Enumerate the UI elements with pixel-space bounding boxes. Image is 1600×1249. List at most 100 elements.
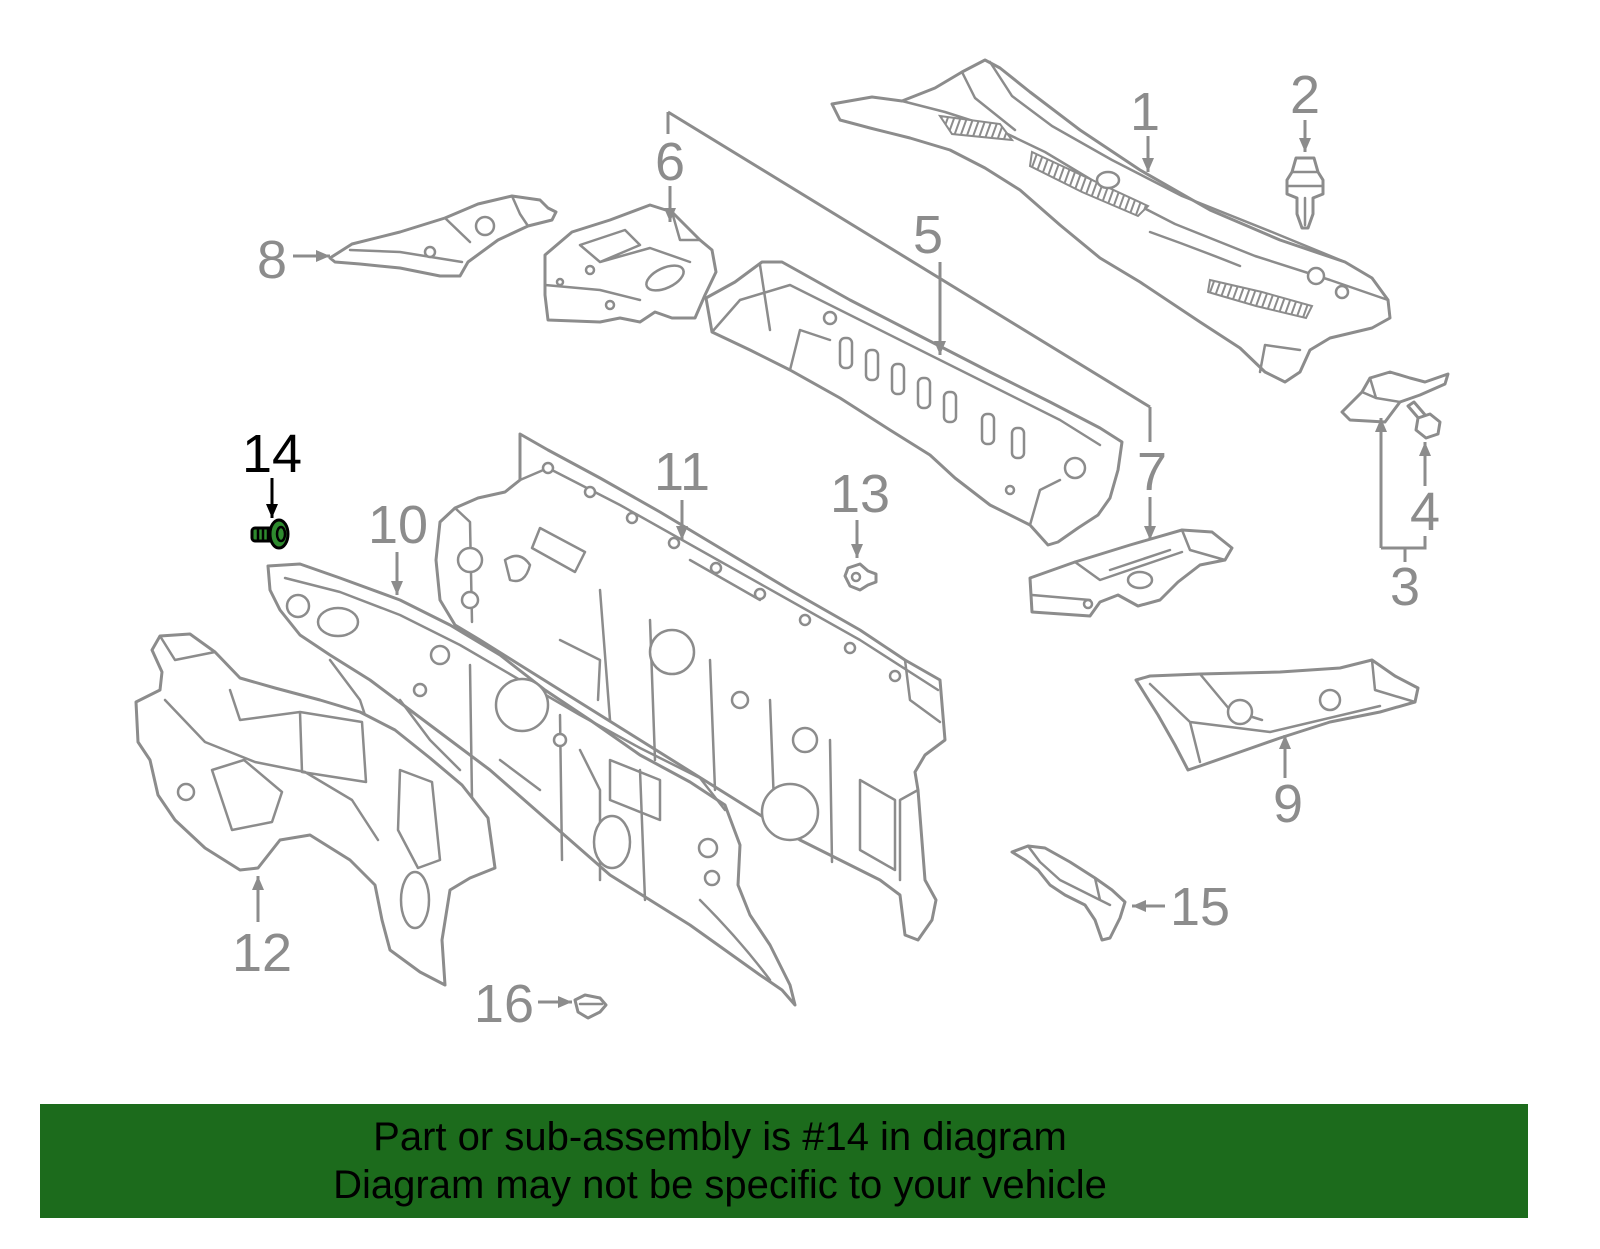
part-1-cowl-top-panel — [830, 58, 1392, 384]
part-10-hole — [285, 593, 311, 619]
part-7-hole — [1082, 598, 1094, 610]
part-11-hole — [625, 511, 639, 525]
part-5-slot — [1010, 426, 1026, 460]
callout-1-label: 1 — [1130, 82, 1160, 142]
part-10-hole — [697, 837, 719, 859]
part-11-hole — [709, 561, 723, 575]
part-15-detail — [1026, 844, 1112, 907]
part-11-hole — [730, 690, 750, 710]
part-5-slot — [890, 362, 906, 396]
callout-10-label: 10 — [368, 495, 428, 555]
part-15-bracket — [1010, 844, 1127, 942]
part-13-hole — [850, 571, 862, 583]
part-1-hole — [1306, 266, 1326, 286]
part-11-hole — [456, 546, 484, 574]
part-8-bracket — [328, 194, 558, 278]
part-5-slot — [838, 336, 854, 370]
part-9-hole — [1318, 688, 1342, 712]
part-14-threads — [256, 527, 270, 542]
part-6-detail — [543, 210, 702, 302]
part-10-hole — [316, 606, 360, 638]
callout-5-label: 5 — [913, 205, 943, 265]
part-5-cowl-inner-panel — [704, 260, 1124, 547]
part-14-bolt — [250, 518, 290, 550]
part-9-outline — [1134, 658, 1420, 772]
parts-diagram: 1 2 3 4 5 6 7 8 9 10 11 12 13 14 15 16 — [134, 58, 1450, 1034]
part-10-hole — [592, 814, 632, 870]
part-5-outline — [704, 260, 1124, 547]
part-6-cowl-side-bracket — [543, 203, 718, 324]
part-11-hole — [583, 485, 597, 499]
part-2-push-clip — [1285, 156, 1325, 230]
callout-3-bracket — [1381, 536, 1427, 562]
callout-11-label: 11 — [654, 442, 710, 502]
part-8-outline — [328, 194, 558, 278]
part-1-hole — [1334, 284, 1350, 300]
part-6-outline — [543, 203, 718, 324]
part-9-hole — [1226, 698, 1254, 726]
callout-13-label: 13 — [830, 464, 890, 524]
part-6-hole — [604, 299, 616, 311]
part-11-hole — [760, 782, 820, 842]
part-8-hole — [423, 245, 437, 259]
callout-12-label: 12 — [232, 923, 292, 983]
part-6-slot — [645, 264, 685, 292]
part-4-bolt — [1406, 400, 1442, 440]
part-10-hole — [703, 869, 721, 887]
banner-text: Part or sub-assembly is #14 in diagram D… — [40, 1113, 1400, 1209]
part-7-cowl-side-bracket — [1028, 528, 1234, 618]
callout-6-label: 6 — [655, 132, 685, 192]
part-10-dash-panel-insulator — [266, 562, 797, 1007]
part-7-outline — [1028, 528, 1234, 618]
part-10-hole — [412, 682, 428, 698]
part-12-insulator — [134, 632, 497, 987]
callout-14-label: 14 — [242, 424, 302, 484]
part-7-hole — [1126, 570, 1154, 590]
part-6-hole — [584, 264, 596, 276]
part-3-detail — [1360, 376, 1402, 404]
part-5-detail — [710, 263, 1102, 527]
part-14-head — [275, 525, 287, 543]
callout-9-label: 9 — [1273, 774, 1303, 834]
part-8-detail — [348, 194, 530, 264]
part-12-hole — [176, 782, 196, 802]
callout-2-label: 2 — [1290, 65, 1320, 125]
part-8-hole — [474, 215, 496, 237]
part-1-hole — [1095, 170, 1121, 190]
part-11-hole — [541, 461, 555, 475]
callout-7-label: 7 — [1137, 442, 1167, 502]
part-10-hole — [552, 732, 568, 748]
part-2-detail — [1285, 170, 1325, 227]
part-10-hole — [429, 644, 451, 666]
part-9-cowl-side-panel — [1134, 658, 1420, 772]
part-12-detail — [158, 634, 442, 870]
callout-16-label: 16 — [474, 974, 534, 1034]
part-5-slot — [980, 412, 996, 446]
part-16-clip — [573, 993, 608, 1020]
callout-4-label: 4 — [1410, 482, 1440, 542]
part-11-hole — [667, 536, 681, 550]
part-5-slot — [916, 376, 932, 410]
part-5-hole — [1004, 484, 1016, 496]
part-11-hole — [753, 587, 767, 601]
part-11-detail — [453, 466, 942, 882]
callout-15-label: 15 — [1170, 877, 1230, 937]
part-5-slot — [942, 390, 958, 424]
part-16-outline — [573, 993, 608, 1020]
callout-3-label: 3 — [1390, 557, 1420, 617]
part-11-dash-panel — [434, 432, 947, 942]
part-1-louvre — [937, 114, 1314, 320]
banner-line-part-info: Part or sub-assembly is #14 in diagram — [373, 1115, 1067, 1159]
part-5-hole — [1063, 456, 1087, 480]
callout-8-label: 8 — [257, 230, 287, 290]
part-11-hole — [648, 628, 696, 676]
part-11-hole — [791, 726, 819, 754]
part-4-head — [1414, 412, 1442, 440]
part-11-hole — [798, 613, 812, 627]
part-11-hole — [888, 669, 902, 683]
part-5-hole — [822, 310, 838, 326]
part-5-slot — [864, 348, 880, 382]
part-10-hole — [494, 677, 550, 733]
part-7-detail — [1030, 528, 1227, 602]
part-11-hole — [843, 641, 857, 655]
